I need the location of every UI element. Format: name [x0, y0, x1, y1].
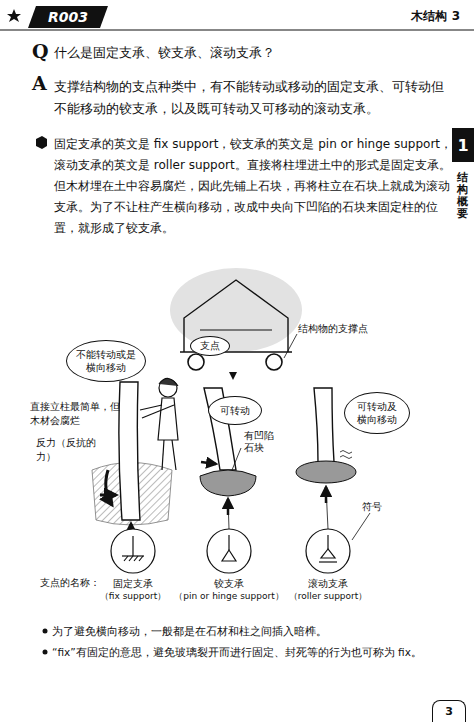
text-label: 有凹陷石块 [244, 430, 280, 455]
fulcrum-oval: 支点 [190, 336, 230, 356]
leader-line [131, 524, 133, 529]
roller-wheel [188, 354, 204, 370]
node-text: 支点 [200, 339, 220, 353]
symbol-circle [207, 529, 251, 573]
page-number-tab: 3 [432, 700, 466, 722]
star-icon [7, 9, 21, 22]
text-label: 支点的名称： [40, 576, 120, 589]
speech-bubble: 可转动 [208, 396, 262, 425]
leader-line [352, 513, 370, 540]
text-label: 固定支承 [73, 577, 193, 590]
node-text: 3 [445, 705, 453, 718]
reaction-arrow [100, 494, 116, 497]
pin-support-symbol [222, 535, 236, 561]
roller-wheel [266, 354, 282, 370]
house-beam [200, 330, 272, 331]
text-label: 固定支承的英文是 fix support，铰支承的英文是 pin or hing… [54, 134, 454, 239]
hexagon-bullet [36, 136, 47, 149]
symbol-circle [111, 529, 155, 573]
recessed-stone [200, 470, 256, 496]
column [119, 382, 140, 520]
leader-line [232, 448, 241, 470]
text-label: 直接立柱最简单，但木材会腐烂 [30, 400, 122, 427]
text-label: 结构物的支撑点 [298, 322, 388, 335]
header-tab: R003 [28, 6, 108, 28]
text-label: 支撑结构物的支点种类中，有不能转动或移动的固定支承、可转动但不能移动的铰支承，以… [54, 76, 454, 120]
text-label: （pin or hinge support） [169, 591, 289, 603]
motion-marks [340, 451, 352, 459]
bullet-dot [43, 650, 48, 655]
column [314, 388, 334, 462]
pointer-arrow [229, 372, 237, 380]
leader-line [326, 487, 328, 529]
flat-stone [296, 461, 356, 483]
node-text: R003 [48, 9, 88, 25]
node-text: 不能转动或是横向移动 [76, 348, 136, 374]
footnote: 为了避免横向移动，一般都是在石材和柱之间插入暗榫。 [52, 624, 462, 638]
chapter-tab: 1 [452, 128, 474, 162]
chapter-title: 结构概要 [457, 172, 468, 220]
node-text: 可转动 [220, 404, 250, 417]
text-label: 铰支承 [169, 577, 289, 590]
text-label: （roller support） [268, 591, 388, 603]
speech-bubble: 可转动及横向移动 [344, 392, 410, 434]
header-rule [0, 29, 474, 30]
qa-marker: A [32, 72, 52, 95]
roller-support-symbol [319, 535, 337, 562]
footnote: “fix”有固定的意思，避免玻璃裂开而进行固定、封死等的行为也可称为 fix。 [52, 645, 462, 659]
bullet-dot [43, 629, 48, 634]
text-label: 反力（反抗的力） [36, 436, 96, 463]
node-text: 可转动及横向移动 [354, 400, 400, 426]
symbol-circle [306, 529, 350, 573]
fixed-support-symbol [122, 536, 144, 561]
text-label: 滚动支承 [268, 577, 388, 590]
speech-bubble: 不能转动或是横向移动 [66, 340, 146, 382]
text-label: 木结构 3 [360, 9, 460, 25]
reaction-moment-arrow [106, 470, 112, 505]
house-shade [170, 268, 302, 352]
text-label: 符号 [362, 500, 402, 513]
leader-line [284, 334, 297, 358]
node-text: 1 [457, 136, 468, 155]
reaction-arrow [201, 462, 216, 464]
qa-marker: Q [32, 40, 52, 63]
person-figure [140, 378, 178, 470]
text-label: 什么是固定支承、铰支承、滚动支承？ [54, 44, 454, 62]
leader-line [228, 499, 229, 529]
